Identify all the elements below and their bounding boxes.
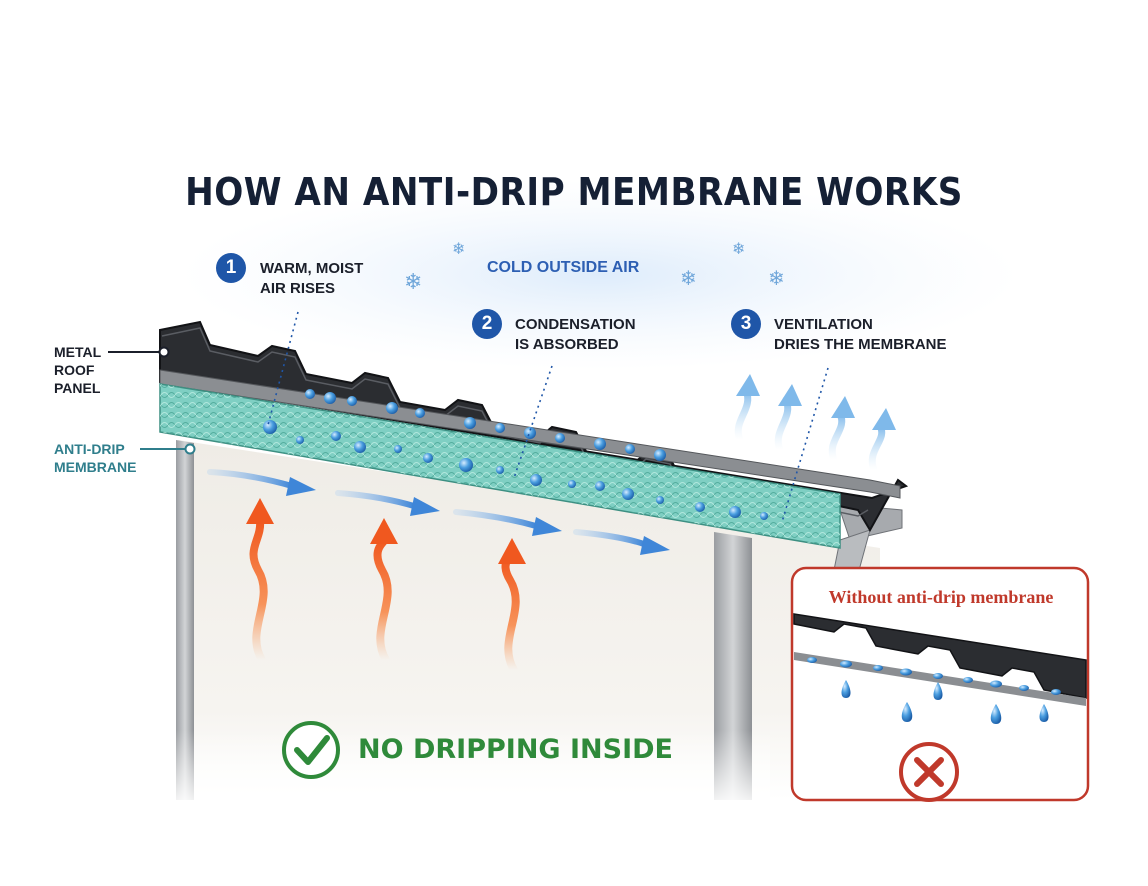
warm-air-arrows [246, 498, 526, 674]
svg-text:❄: ❄ [404, 270, 422, 295]
inset-title: Without anti-drip membrane [828, 587, 1054, 607]
interior-wall [178, 440, 880, 800]
step-2-badge: 2 [472, 309, 502, 339]
step-3-badge: 3 [731, 309, 761, 339]
svg-text:❄: ❄ [768, 266, 785, 290]
water-droplet-icon [807, 657, 1061, 724]
svg-text:❄: ❄ [732, 239, 745, 258]
wall-fade [170, 730, 770, 810]
step-2-text: CONDENSATION IS ABSORBED [515, 316, 636, 353]
step-1-badge: 1 [216, 253, 246, 283]
surface-condensation-beads [305, 389, 666, 461]
comparison-inset [790, 566, 1090, 802]
step-1-text: WARM, MOIST AIR RISES [260, 260, 364, 297]
roof-label-dot [158, 346, 170, 358]
no-dripping-result: NO DRIPPING INSIDE [358, 734, 673, 765]
inset-roof-underside [794, 652, 1086, 706]
anti-drip-membrane-label: ANTI-DRIP MEMBRANE [54, 441, 137, 476]
svg-text:❄: ❄ [680, 266, 697, 290]
air-flow-arrows [207, 469, 670, 555]
metal-roof-panel-label: METAL ROOF PANEL [54, 344, 102, 397]
absorbed-droplets [263, 420, 768, 520]
diagram-title: HOW AN ANTI-DRIP MEMBRANE WORKS [185, 170, 963, 214]
step-3-text: VENTILATION DRIES THE MEMBRANE [774, 316, 947, 353]
cold-air-glow [180, 180, 1020, 370]
membrane-label-dot [184, 443, 196, 455]
cold-outside-air-label: COLD OUTSIDE AIR [487, 259, 640, 276]
left-column [176, 440, 194, 800]
snowflake-icon: ❄ ❄ ❄ ❄ ❄ [404, 239, 785, 295]
ventilation-arrows [734, 374, 896, 474]
svg-text:❄: ❄ [452, 239, 465, 258]
x-circle-icon [899, 742, 959, 802]
leader-lines [267, 311, 829, 523]
check-circle-icon [282, 721, 340, 779]
